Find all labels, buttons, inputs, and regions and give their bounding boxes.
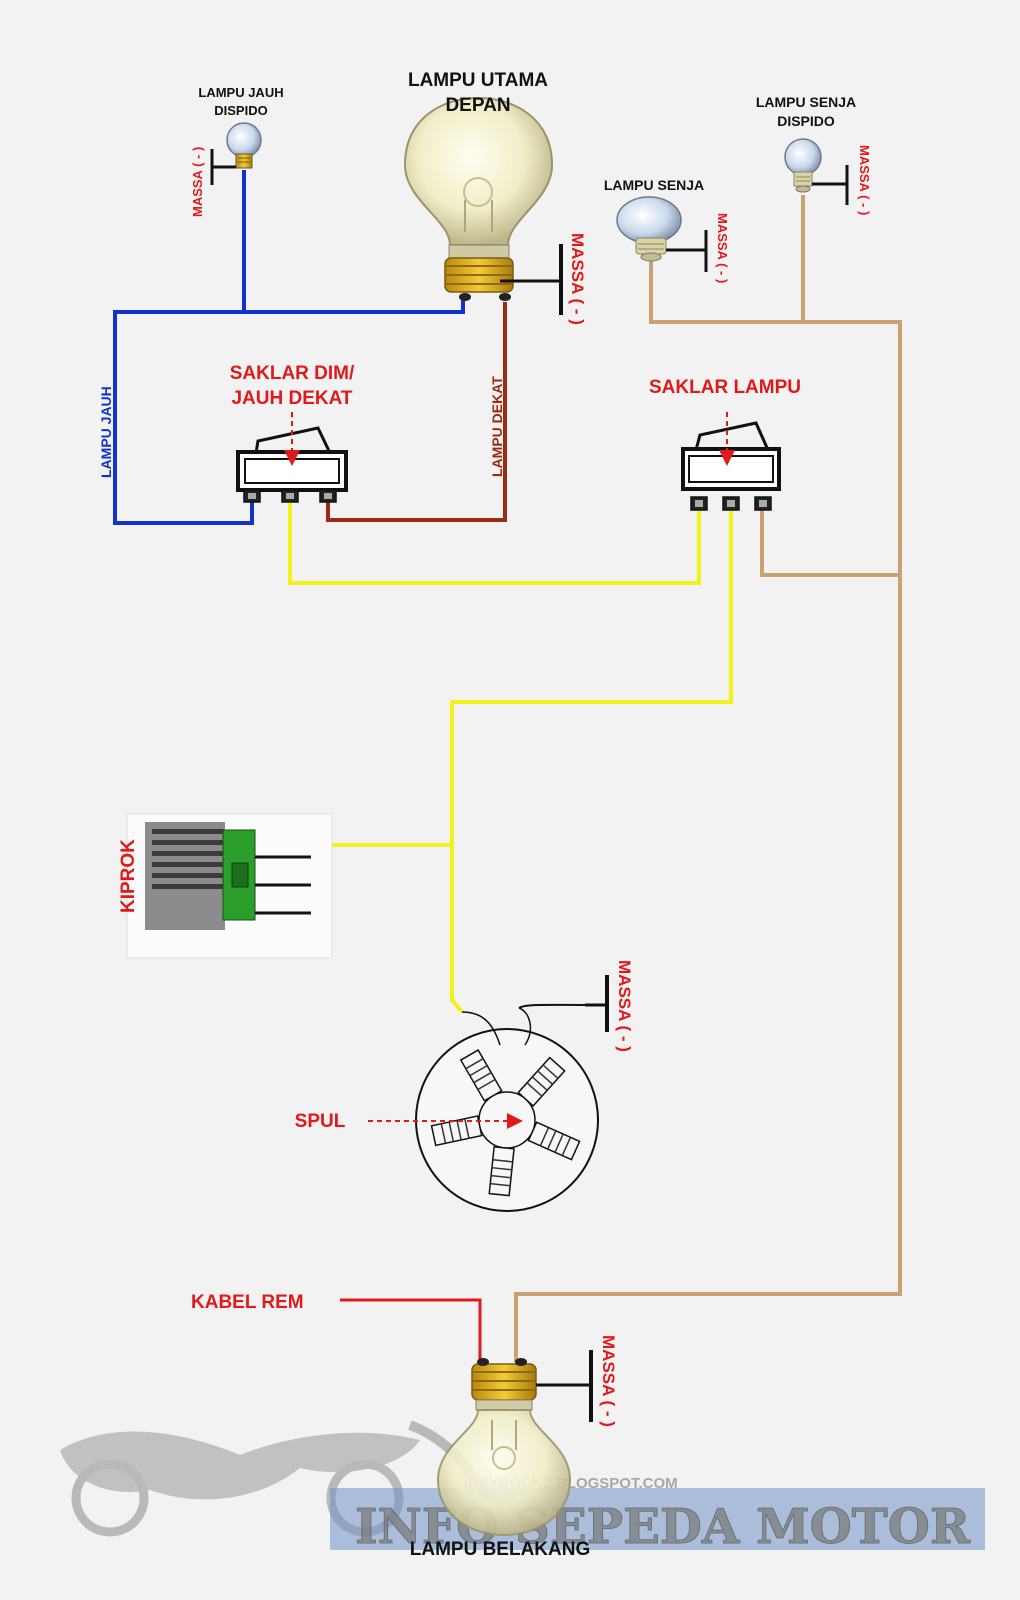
label-kiprok: KIPROK [118, 839, 139, 913]
bulb-lampu-belakang [436, 1358, 572, 1537]
bulb-lampu-senja [616, 196, 682, 262]
ground-symbol-spul [585, 975, 609, 1032]
label-lampu-jauh-dispido-2: DISPIDO [214, 103, 267, 118]
label-lampu-senja: LAMPU SENJA [604, 177, 704, 193]
label-massa-lampu-senja: MASSA ( - ) [715, 213, 730, 283]
label-massa-spul: MASSA ( - ) [615, 960, 634, 1052]
label-lampu-utama-1: LAMPU UTAMA [408, 70, 548, 91]
wire-lampu-dekat [326, 302, 507, 522]
bulb-lampu-jauh-dispido [226, 122, 262, 169]
label-lampu-senja-dispido-2: DISPIDO [777, 113, 835, 129]
bulb-lampu-senja-dispido [784, 138, 822, 193]
label-saklar-lampu: SAKLAR LAMPU [649, 377, 801, 398]
kiprok-regulator [126, 813, 333, 959]
wire-yellow-saklar-to-spul [450, 510, 733, 1014]
spul-stator [415, 1003, 599, 1212]
label-lampu-utama-2: DEPAN [445, 95, 510, 116]
wire-lampu-senja [514, 195, 902, 1362]
label-lampu-senja-dispido-1: LAMPU SENJA [756, 94, 856, 110]
wire-yellow-dim-to-saklar [288, 502, 701, 585]
label-kabel-rem: KABEL REM [191, 1292, 304, 1313]
label-lampu-dekat: LAMPU DEKAT [489, 376, 505, 477]
watermark-banner [330, 1488, 985, 1550]
ground-symbol-lampu-senja-dispido [812, 165, 849, 205]
ground-symbol-lampu-jauh [210, 149, 236, 185]
label-massa-lampu-utama: MASSA ( - ) [568, 233, 587, 325]
label-massa-lampu-belakang: MASSA ( - ) [599, 1335, 618, 1427]
label-saklar-dim-2: JAUH DEKAT [231, 388, 352, 409]
label-spul: SPUL [295, 1111, 346, 1132]
ground-symbol-lampu-senja [666, 230, 708, 272]
switch-saklar-lampu [681, 421, 781, 511]
wire-kabel-rem [340, 1298, 482, 1362]
label-saklar-dim-1: SAKLAR DIM/ [230, 363, 355, 384]
ground-symbol-lampu-belakang [536, 1350, 593, 1422]
label-lampu-jauh-dispido-1: LAMPU JAUH [198, 85, 283, 100]
label-massa-lampu-jauh: MASSA ( - ) [190, 147, 205, 217]
label-lampu-jauh: LAMPU JAUH [98, 386, 114, 478]
label-lampu-belakang: LAMPU BELAKANG [410, 1539, 591, 1560]
wire-lampu-jauh [113, 170, 465, 525]
label-massa-lampu-senja-dispido: MASSA ( - ) [857, 145, 872, 215]
bulb-lampu-utama-depan [403, 96, 554, 301]
ground-symbol-lampu-utama [500, 244, 563, 315]
